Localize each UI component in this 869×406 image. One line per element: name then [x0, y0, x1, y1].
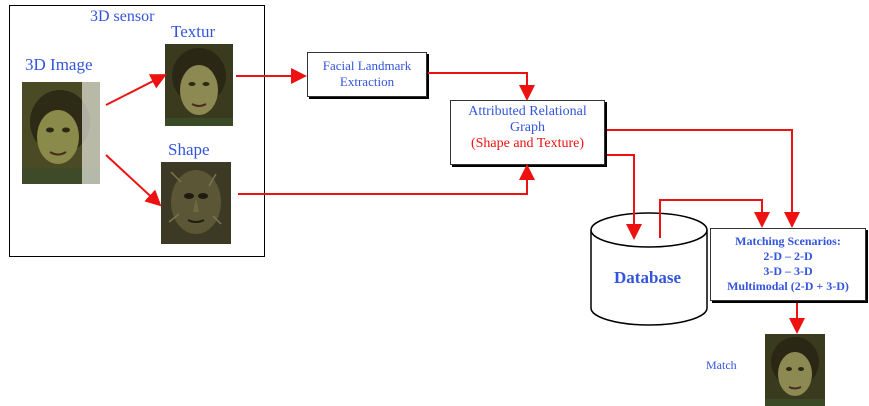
- face-shape-icon: [161, 162, 231, 244]
- texture-label: Textur: [171, 22, 216, 41]
- landmark-line-2: Extraction: [339, 74, 395, 89]
- arrow-graph-to-database: [607, 154, 642, 240]
- shape-label: Shape: [168, 140, 210, 159]
- arrow-image-to-texture: [105, 74, 167, 106]
- matching-line-2: 2-D – 2-D: [763, 249, 813, 263]
- landmark-extraction-box: Facial Landmark Extraction: [307, 52, 427, 97]
- arrow-shape-to-graph: [238, 164, 535, 195]
- image-label: 3D Image: [25, 55, 93, 74]
- database-cylinder-icon: [590, 212, 708, 326]
- match-label: Match: [706, 358, 737, 372]
- matching-line-1: Matching Scenarios:: [735, 234, 841, 248]
- face-texture-icon: [165, 44, 233, 126]
- arrow-image-to-shape: [105, 154, 162, 207]
- matching-line-4: Multimodal (2-D + 3-D): [727, 279, 849, 293]
- arrow-graph-to-matching: [607, 129, 800, 228]
- sensor-label: 3D sensor: [90, 8, 155, 25]
- graph-line-2: Graph: [510, 120, 545, 135]
- arrow-landmark-to-graph: [428, 72, 535, 101]
- graph-line-3: (Shape and Texture): [470, 136, 585, 151]
- face-match-icon: [765, 334, 825, 406]
- matching-scenarios-box: Matching Scenarios: 2-D – 2-D 3-D – 3-D …: [710, 228, 866, 301]
- database-label: Database: [614, 268, 682, 287]
- graph-line-1: Attributed Relational: [468, 104, 587, 119]
- relational-graph-box: Attributed Relational Graph (Shape and T…: [450, 100, 605, 165]
- arrow-database-to-matching: [659, 199, 770, 238]
- matching-line-3: 3-D – 3-D: [763, 264, 813, 278]
- face-photo-icon: [22, 82, 100, 184]
- landmark-line-1: Facial Landmark: [322, 58, 412, 73]
